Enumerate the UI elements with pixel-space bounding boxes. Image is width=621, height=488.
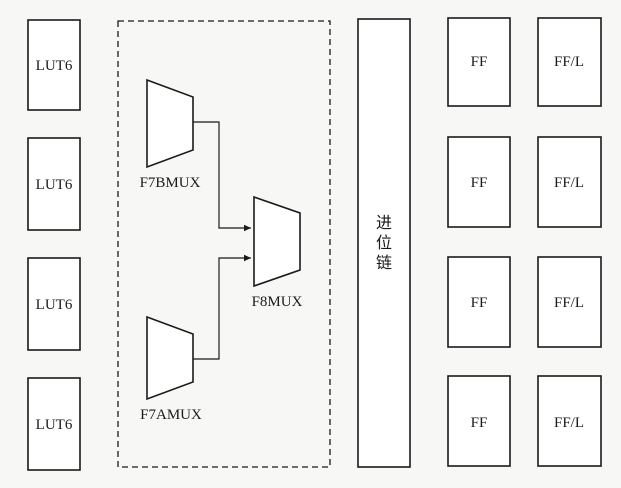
carry-chain-block [357,18,411,468]
ff-block: FF [447,256,511,348]
f7amux-label: F7AMUX [140,407,202,423]
ff-label: FF [471,415,488,431]
ff-block: FF [447,17,511,107]
lut6-label: LUT6 [36,58,73,74]
ffl-block: FF/L [537,17,602,107]
carry-chain: 进 位 链 [357,18,411,468]
ffl-block: FF/L [537,136,602,228]
f7bmux: F7BMUX [140,78,201,191]
ff-block: FF [447,375,511,467]
wire-f7a-to-f8 [193,254,251,360]
ffl-label: FF/L [554,175,584,191]
ff-label: FF [471,54,488,70]
ff-block: FF [447,136,511,228]
wire-f7b-to-f8 [193,121,251,232]
lut6-block: LUT6 [27,257,81,351]
mux-region-dashed-border [117,20,331,468]
ff-column: FF FF FF FF [447,17,511,467]
ffl-column: FF/L FF/L FF/L FF/L [537,17,602,467]
f8mux-label: F8MUX [252,294,303,310]
carry-chain-char: 进 [376,213,392,232]
f7amux-trapezoid [146,315,194,401]
carry-chain-char: 链 [376,253,392,272]
lut6-block: LUT6 [27,137,81,231]
ffl-label: FF/L [554,295,584,311]
f8mux: F8MUX [252,195,303,310]
f7bmux-label: F7BMUX [140,175,201,191]
f7amux: F7AMUX [140,315,202,423]
ffl-block: FF/L [537,256,602,348]
lut6-block: LUT6 [27,19,81,111]
f7bmux-trapezoid [146,78,194,169]
lut6-label: LUT6 [36,177,73,193]
ff-label: FF [471,175,488,191]
lut6-column: LUT6 LUT6 LUT6 LUT6 [27,19,81,471]
ffl-label: FF/L [554,54,584,70]
lut6-label: LUT6 [36,417,73,433]
ffl-block: FF/L [537,375,602,467]
f8mux-trapezoid [253,195,301,288]
ffl-label: FF/L [554,415,584,431]
lut6-block: LUT6 [27,377,81,471]
lut6-label: LUT6 [36,297,73,313]
ff-label: FF [471,295,488,311]
carry-chain-char: 位 [376,233,392,252]
